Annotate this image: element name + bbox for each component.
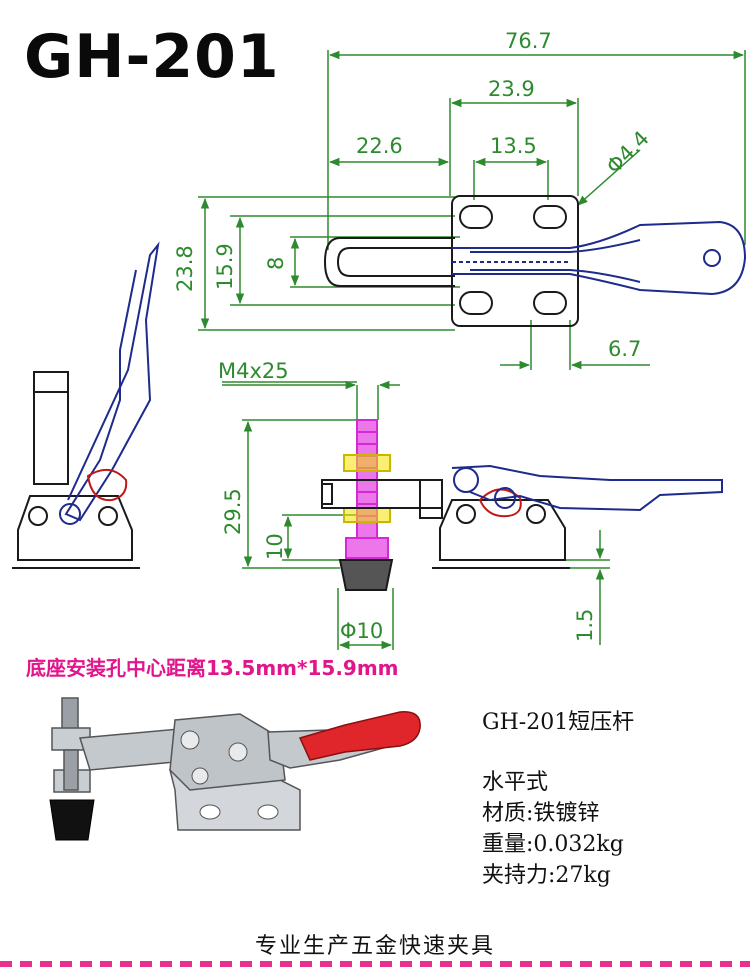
spindle: [345, 419, 389, 559]
dim-spindle-height: 10: [263, 533, 287, 560]
spec-force: 夹持力:27kg: [482, 863, 611, 888]
product-photo: [49, 697, 421, 841]
top-view-dimension-lines: [200, 50, 745, 370]
model-title: GH-201: [24, 22, 280, 92]
dim-offset: 22.6: [356, 134, 403, 158]
dim-overall-length: 76.7: [505, 29, 552, 53]
dim-base-thickness: 1.5: [573, 609, 597, 642]
dim-height-total: 23.8: [173, 245, 197, 292]
dim-mount-width: 23.9: [488, 77, 535, 101]
mounting-hole-note: 底座安装孔中心距离13.5mm*15.9mm: [26, 656, 399, 680]
dim-side-height: 29.5: [221, 488, 245, 535]
spec-material: 材质:铁镀锌: [482, 801, 600, 826]
top-view-extension-lines: [198, 50, 746, 370]
side-view-extension-lines: [222, 381, 610, 650]
dim-hole-spacing-x: 13.5: [490, 134, 537, 158]
dim-edge-offset: 6.7: [608, 337, 641, 361]
spec-model: GH-201短压杆: [482, 710, 635, 735]
dim-hole-spacing-y: 15.9: [213, 243, 237, 290]
dashed-border: [0, 961, 750, 967]
spec-weight: 重量:0.032kg: [482, 832, 624, 857]
dim-bolt-spec: M4x25: [218, 359, 289, 383]
footer-slogan: 专业生产五金快速夹具: [254, 934, 495, 959]
side-view-dimension-lines: [222, 380, 605, 650]
dim-hole-diameter: Φ4.4: [602, 126, 654, 178]
dim-tip-diameter: Φ10: [340, 619, 383, 643]
spec-type: 水平式: [482, 770, 549, 795]
top-view: [198, 50, 747, 370]
side-view: [222, 380, 723, 650]
dim-slot-width: 8: [264, 257, 288, 270]
left-side-view: [12, 241, 160, 569]
nuts: [343, 454, 391, 523]
